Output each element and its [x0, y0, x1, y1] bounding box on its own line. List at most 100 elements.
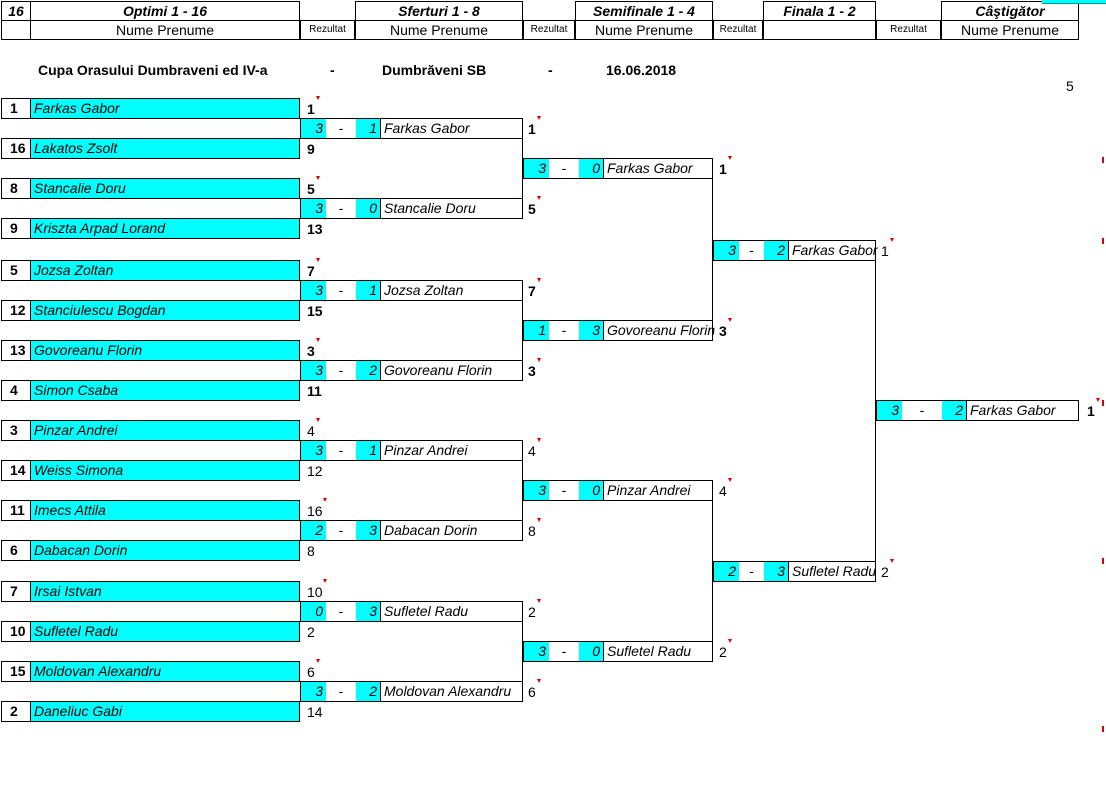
player-rank-tick: [316, 418, 320, 422]
seed-underline: [1, 721, 31, 722]
quarterfinal-score-2: 2: [356, 682, 381, 701]
quarterfinal-winner-name: Govoreanu Florin: [384, 362, 493, 378]
quarterfinal-rank: 3: [528, 363, 536, 379]
player-seed: 11: [1, 500, 31, 521]
semifinal-connector: [712, 178, 713, 321]
final-score-1: 3: [714, 241, 739, 260]
player-rank-tick: [316, 659, 320, 663]
player-name-cell[interactable]: Daneliuc Gabi: [30, 701, 300, 722]
quarterfinal-tick: [537, 518, 541, 522]
semifinal-score-dash: -: [561, 482, 567, 498]
semifinal-rank: 2: [719, 644, 727, 660]
player-name-cell[interactable]: Imecs Attila: [30, 500, 300, 521]
quarterfinal-score-dash: -: [338, 442, 344, 458]
player-name-cell[interactable]: Govoreanu Florin: [30, 340, 300, 361]
seed-underline: [1, 440, 31, 441]
player-rank: 6: [307, 664, 315, 680]
player-rank: 7: [307, 263, 315, 279]
quarterfinal-winner-name: Farkas Gabor: [384, 120, 470, 136]
player-name-cell[interactable]: Moldovan Alexandru: [30, 661, 300, 682]
quarterfinal-score-2: 3: [356, 602, 381, 621]
player-rank: 12: [307, 463, 323, 479]
final-score-dash: -: [749, 242, 754, 258]
quarterfinal-tick: [537, 438, 541, 442]
final-score-dash: -: [749, 563, 754, 579]
semifinal-winner-name: Farkas Gabor: [607, 160, 693, 176]
quarterfinal-tick: [537, 599, 541, 603]
player-name-cell[interactable]: Jozsa Zoltan: [30, 260, 300, 281]
player-seed: 9: [1, 218, 31, 239]
final-rank: 1: [881, 243, 889, 259]
player-name-cell[interactable]: Pinzar Andrei: [30, 420, 300, 441]
champion-score-1: 3: [877, 401, 902, 420]
quarterfinal-score-2: 1: [356, 119, 381, 138]
selection-marker: [1042, 0, 1106, 4]
quarterfinal-rank: 5: [528, 201, 536, 217]
player-name-cell[interactable]: Irsai Istvan: [30, 581, 300, 602]
player-name-cell[interactable]: Simon Csaba: [30, 380, 300, 401]
quarterfinal-tick: [537, 679, 541, 683]
player-name-cell[interactable]: Kriszta Arpad Lorand: [30, 218, 300, 239]
player-name-cell[interactable]: Dabacan Dorin: [30, 540, 300, 561]
seed-underline: [1, 360, 31, 361]
semifinal-rank: 3: [719, 323, 727, 339]
player-name-cell[interactable]: Lakatos Zsolt: [30, 138, 300, 159]
player-name-cell[interactable]: Sufletel Radu: [30, 621, 300, 642]
seed-underline: [1, 400, 31, 401]
quarterfinal-score-dash: -: [338, 120, 344, 136]
player-name-cell[interactable]: Farkas Gabor: [30, 98, 300, 119]
final-connector: [875, 260, 876, 562]
quarterfinal-tick: [537, 116, 541, 120]
player-name-cell[interactable]: Stancalie Doru: [30, 178, 300, 199]
quarterfinal-score-1: 3: [301, 682, 326, 701]
subheader-cell-1: Nume Prenume: [30, 20, 300, 40]
info-separator: -: [548, 62, 553, 78]
quarterfinal-winner-name: Sufletel Radu: [384, 603, 469, 619]
subheader-cell-3: Nume Prenume: [355, 20, 523, 40]
player-name-cell[interactable]: Weiss Simona: [30, 460, 300, 481]
quarterfinal-score-1: 0: [301, 602, 326, 621]
quarterfinal-score-dash: -: [338, 603, 344, 619]
column-header-0: 16: [1, 1, 31, 21]
player-seed: 3: [1, 420, 31, 441]
seed-underline: [1, 118, 31, 119]
margin-red-mark: [1102, 238, 1104, 244]
seed-underline: [1, 280, 31, 281]
semifinal-tick: [728, 318, 732, 322]
subheader-cell-0: [1, 20, 31, 40]
subheader-cell-2: Rezultat: [300, 20, 355, 40]
quarterfinal-score-2: 1: [356, 281, 381, 300]
quarterfinal-tick: [537, 358, 541, 362]
quarterfinal-rank: 4: [528, 443, 536, 459]
quarterfinal-score-1: 2: [301, 521, 326, 540]
player-seed: 1: [1, 98, 31, 119]
player-name-cell[interactable]: Stanciulescu Bogdan: [30, 300, 300, 321]
margin-red-mark: [1102, 400, 1104, 406]
seed-underline: [1, 641, 31, 642]
quarterfinal-score-2: 3: [356, 521, 381, 540]
margin-red-mark: [1102, 558, 1104, 564]
champion-rank: 1: [1087, 403, 1095, 419]
final-rank: 2: [881, 564, 889, 580]
quarterfinal-score-2: 0: [356, 199, 381, 218]
player-rank-tick: [316, 338, 320, 342]
event-title: Cupa Orasului Dumbraveni ed IV-a: [38, 62, 268, 78]
margin-red-mark: [1102, 726, 1104, 732]
player-rank: 14: [307, 704, 323, 720]
semifinal-score-1: 1: [524, 321, 549, 340]
semifinal-winner-name: Pinzar Andrei: [607, 482, 691, 498]
seed-underline: [1, 480, 31, 481]
semifinal-score-dash: -: [561, 160, 567, 176]
page-number: 5: [1066, 78, 1074, 94]
subheader-cell-6: Rezultat: [713, 20, 763, 40]
margin-red-mark: [1102, 157, 1104, 163]
final-score-2: 2: [764, 241, 789, 260]
quarterfinal-score-dash: -: [338, 200, 344, 216]
subheader-cell-9: Nume Prenume: [941, 20, 1079, 40]
semifinal-rank: 4: [719, 483, 727, 499]
quarterfinal-score-1: 3: [301, 441, 326, 460]
